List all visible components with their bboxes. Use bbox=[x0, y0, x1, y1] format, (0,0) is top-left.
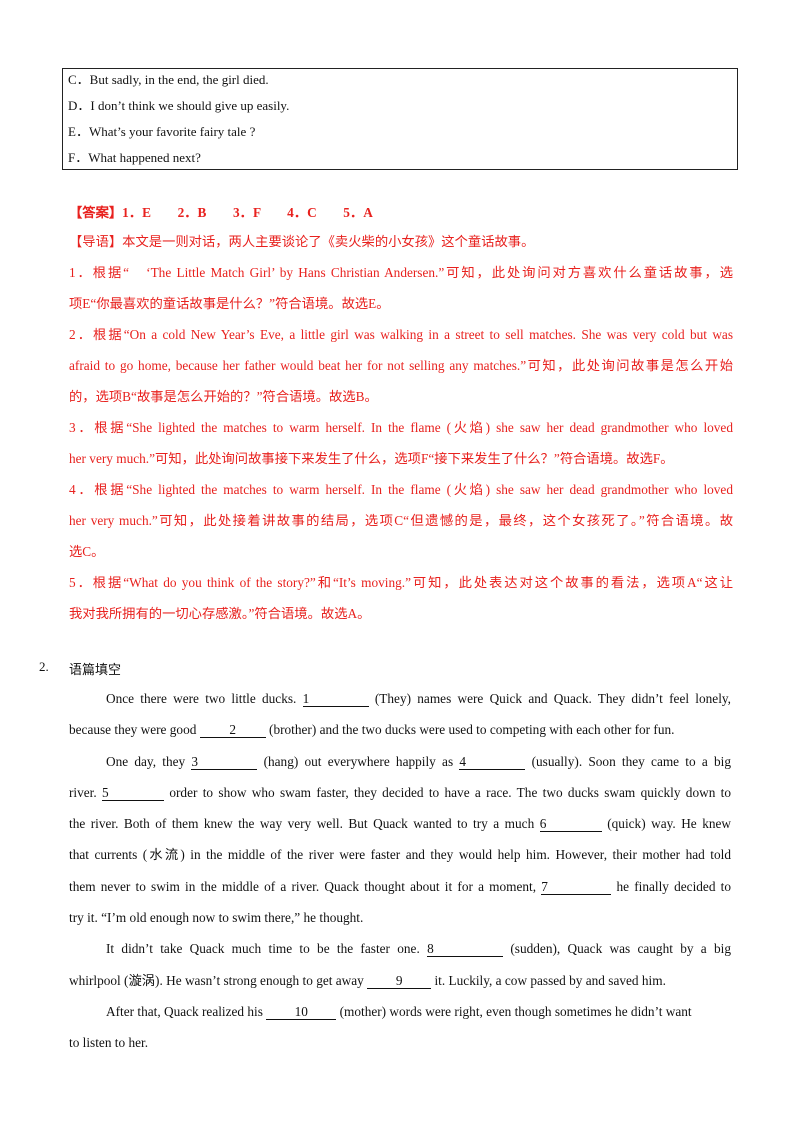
passage-line: One day, they 3 (hang) out everywhere ha… bbox=[106, 753, 731, 770]
passage-line: whirlpool (漩涡). He wasn’t strong enough … bbox=[69, 972, 666, 989]
blank-input[interactable]: 6 bbox=[539, 817, 602, 833]
explanation-line: her very much.”可知，此处接着讲故事的结局，选项C“但遗憾的是，最… bbox=[69, 513, 733, 528]
question-number: 2. bbox=[39, 659, 49, 674]
explanation-line: 5．根据“What do you think of the story?”和“I… bbox=[69, 575, 733, 590]
explanation-line: afraid to go home, because her father wo… bbox=[69, 358, 733, 373]
options-box: C．But sadly, in the end, the girl died. … bbox=[62, 68, 738, 170]
explanation-line: 2．根据“On a cold New Year’s Eve, a little … bbox=[69, 327, 733, 342]
cloze-passage: Once there were two little ducks. 1 (The… bbox=[69, 683, 731, 1059]
passage-line: It didn’t take Quack much time to be the… bbox=[106, 941, 731, 958]
explanation-line: 选C。 bbox=[69, 544, 105, 559]
option-e: E．What’s your favorite fairy tale ? bbox=[68, 124, 256, 139]
blank-input[interactable]: 3 bbox=[191, 754, 258, 770]
blank-input[interactable]: 8 bbox=[427, 942, 504, 958]
answer-section: 【答案】1．E 2．B 3．F 4．C 5．A 【导语】本文是一则对话，两人主要… bbox=[69, 197, 733, 629]
answer-line: 【答案】1．E 2．B 3．F 4．C 5．A bbox=[69, 205, 373, 220]
option-c: C．But sadly, in the end, the girl died. bbox=[68, 72, 269, 87]
passage-line: the river. Both of them knew the way ver… bbox=[69, 816, 732, 833]
passage-line: river. 5 order to show who swam faster, … bbox=[69, 784, 732, 801]
passage-line: to listen to her. bbox=[69, 1035, 149, 1051]
blank-input[interactable]: 4 bbox=[459, 754, 526, 770]
explanation-line: 的，选项B“故事是怎么开始的？”符合语境。故选B。 bbox=[69, 389, 378, 404]
option-f: F．What happened next? bbox=[68, 150, 201, 165]
passage-line: them never to swim in the middle of a ri… bbox=[69, 878, 732, 895]
blank-input[interactable]: 2 bbox=[199, 723, 266, 739]
explanation-line: her very much.”可知，此处询问故事接下来发生了什么，选项F“接下来… bbox=[69, 451, 674, 466]
explanation-line: 项E“你最喜欢的童话故事是什么？”符合语境。故选E。 bbox=[69, 296, 390, 311]
option-d: D．I don’t think we should give up easily… bbox=[68, 98, 290, 113]
explanation-line: 3．根据“She lighted the matches to warm her… bbox=[69, 420, 733, 435]
blank-input[interactable]: 9 bbox=[367, 973, 432, 989]
blank-input[interactable]: 1 bbox=[302, 692, 369, 707]
guide-line: 【导语】本文是一则对话，两人主要谈论了《卖火柴的小女孩》这个童话故事。 bbox=[69, 234, 535, 249]
explanation-line: 4．根据“She lighted the matches to warm her… bbox=[69, 482, 733, 497]
passage-line: because they were good 2 (brother) and t… bbox=[69, 722, 675, 739]
blank-input[interactable]: 5 bbox=[102, 785, 165, 801]
blank-input[interactable]: 7 bbox=[541, 879, 612, 895]
passage-line: Once there were two little ducks. 1 (The… bbox=[106, 691, 731, 707]
explanation-line: 我对我所拥有的一切心存感激。”符合语境。故选A。 bbox=[69, 606, 371, 621]
passage-line: After that, Quack realized his 10 (mothe… bbox=[106, 1003, 692, 1020]
explanation-line: 1．根据“ ‘The Little Match Girl’ by Hans Ch… bbox=[69, 265, 733, 280]
passage-line: try it. “I’m old enough now to swim ther… bbox=[69, 910, 364, 926]
passage-line: that currents (水流) in the middle of the … bbox=[69, 847, 731, 863]
question-title: 语篇填空 bbox=[69, 662, 122, 677]
blank-input[interactable]: 10 bbox=[266, 1004, 337, 1020]
